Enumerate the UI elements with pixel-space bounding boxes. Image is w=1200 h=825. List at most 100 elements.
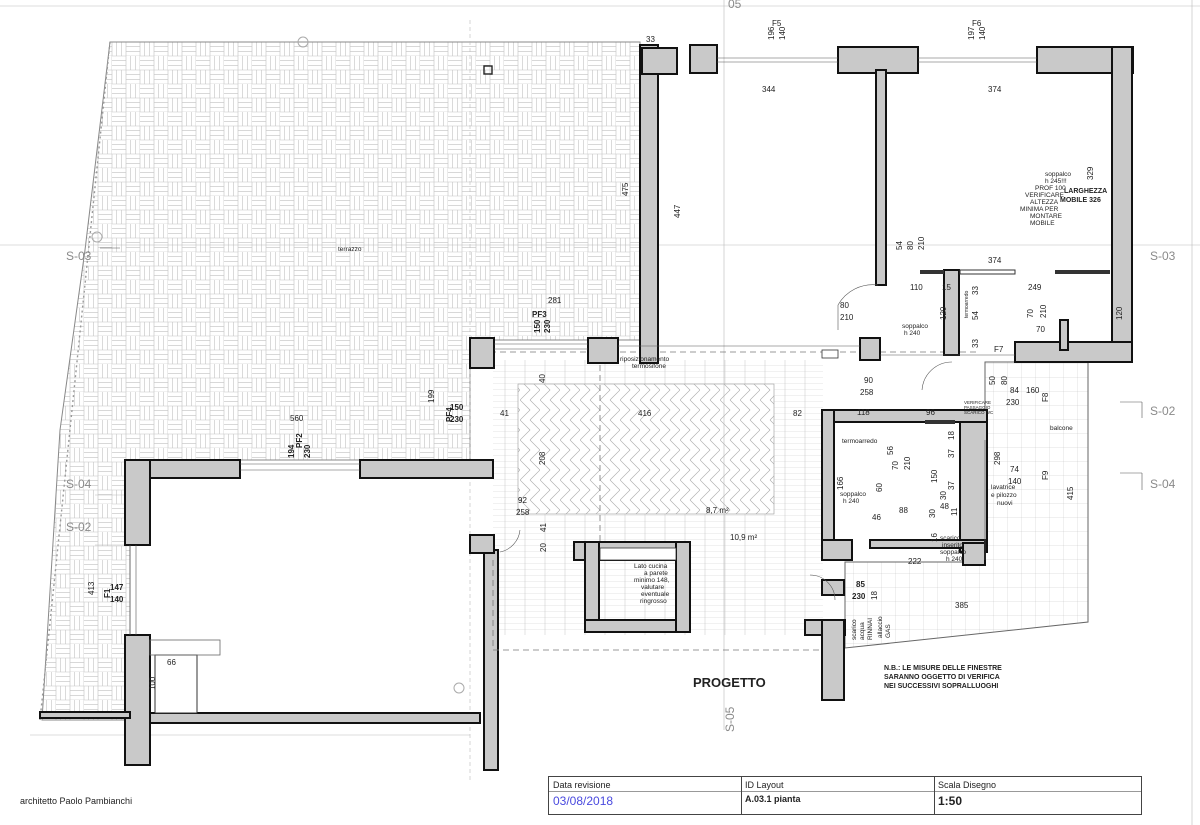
svg-text:SCARICO WC: SCARICO WC bbox=[964, 410, 994, 415]
svg-text:208: 208 bbox=[538, 451, 547, 465]
svg-text:100: 100 bbox=[148, 676, 157, 690]
window-f5-w: 196 bbox=[767, 26, 776, 40]
area-label-small: 8,7 m² bbox=[706, 506, 729, 515]
svg-text:70: 70 bbox=[1026, 309, 1035, 318]
svg-text:PROF 100: PROF 100 bbox=[1035, 185, 1066, 192]
svg-text:199: 199 bbox=[427, 389, 436, 403]
svg-text:valutare: valutare bbox=[641, 584, 665, 591]
svg-text:447: 447 bbox=[673, 204, 682, 218]
svg-text:374: 374 bbox=[988, 85, 1002, 94]
svg-text:soppalco: soppalco bbox=[1045, 171, 1071, 178]
svg-text:88: 88 bbox=[899, 506, 908, 515]
notes: soppalco h 245!!! PROF 100 VERIFICARE AL… bbox=[620, 171, 1107, 690]
svg-text:inserito: inserito bbox=[942, 542, 963, 549]
layout-id: A.03.1 pianta bbox=[745, 794, 801, 804]
svg-text:329: 329 bbox=[1086, 166, 1095, 180]
svg-text:ALTEZZA: ALTEZZA bbox=[1030, 199, 1059, 206]
svg-text:scarico: scarico bbox=[851, 619, 858, 640]
svg-text:SARANNO OGGETTO DI VERIFICA: SARANNO OGGETTO DI VERIFICA bbox=[884, 674, 1000, 681]
svg-text:S-03: S-03 bbox=[66, 249, 92, 263]
svg-text:MONTARE: MONTARE bbox=[1030, 213, 1063, 220]
layout-label: ID Layout bbox=[745, 780, 784, 790]
svg-text:344: 344 bbox=[762, 85, 776, 94]
window-f8-name: F8 bbox=[1041, 392, 1050, 402]
architect-credit: architetto Paolo Pambianchi bbox=[20, 796, 133, 806]
fixtures bbox=[149, 440, 986, 714]
window-f5-h: 140 bbox=[778, 26, 787, 40]
svg-text:VERIFICARE: VERIFICARE bbox=[964, 400, 991, 405]
svg-text:h 240: h 240 bbox=[843, 498, 860, 505]
svg-text:82: 82 bbox=[793, 409, 802, 418]
svg-text:416: 416 bbox=[638, 409, 652, 418]
window-f9-name: F9 bbox=[1041, 470, 1050, 480]
svg-text:298: 298 bbox=[993, 451, 1002, 465]
svg-text:66: 66 bbox=[167, 658, 176, 667]
svg-text:S-04: S-04 bbox=[66, 477, 92, 491]
svg-text:560: 560 bbox=[290, 414, 304, 423]
svg-text:33: 33 bbox=[971, 286, 980, 295]
svg-text:S-05: S-05 bbox=[723, 706, 737, 732]
svg-text:80: 80 bbox=[906, 241, 915, 250]
room-labels: terrazzo balcone 10,9 m² 8,7 m² PROGETTO bbox=[338, 246, 1073, 690]
svg-text:15: 15 bbox=[942, 283, 951, 292]
svg-text:37: 37 bbox=[947, 481, 956, 490]
svg-text:374: 374 bbox=[988, 256, 1002, 265]
svg-text:258: 258 bbox=[516, 508, 530, 517]
svg-text:18: 18 bbox=[870, 591, 879, 600]
svg-text:ringrosso: ringrosso bbox=[640, 598, 667, 605]
svg-text:150: 150 bbox=[930, 469, 939, 483]
scale-value: 1:50 bbox=[938, 794, 963, 808]
window-f7-name: F7 bbox=[994, 345, 1004, 354]
svg-text:16: 16 bbox=[930, 533, 939, 542]
window-pf2-name: PF2 bbox=[295, 433, 304, 448]
svg-text:a parete: a parete bbox=[644, 570, 668, 577]
window-tags: F5 196 140 F6 197 140 PF3 150 230 PF2 19… bbox=[103, 19, 1050, 604]
svg-text:MOBILE: MOBILE bbox=[1030, 220, 1055, 227]
svg-text:110: 110 bbox=[910, 283, 923, 292]
area-label-living: 10,9 m² bbox=[730, 533, 757, 542]
svg-text:e pilozzo: e pilozzo bbox=[991, 492, 1017, 499]
svg-text:S-04: S-04 bbox=[1150, 477, 1176, 491]
svg-text:S-02: S-02 bbox=[1150, 404, 1176, 418]
svg-text:54: 54 bbox=[895, 241, 904, 250]
svg-text:120: 120 bbox=[1115, 306, 1124, 320]
svg-text:allaccio: allaccio bbox=[877, 616, 884, 638]
svg-text:50: 50 bbox=[988, 376, 997, 385]
svg-text:S-03: S-03 bbox=[1150, 249, 1176, 263]
window-f1-h: 140 bbox=[110, 595, 124, 604]
svg-text:MINIMA PER: MINIMA PER bbox=[1020, 206, 1059, 213]
svg-text:lavatrice: lavatrice bbox=[991, 484, 1016, 491]
svg-text:eventuale: eventuale bbox=[641, 591, 670, 598]
svg-text:96: 96 bbox=[926, 408, 935, 417]
svg-text:80: 80 bbox=[840, 301, 849, 310]
window-pf4-w: 150 bbox=[450, 403, 464, 412]
svg-text:riposizionamento: riposizionamento bbox=[620, 356, 670, 363]
svg-text:92: 92 bbox=[518, 496, 527, 505]
svg-text:40: 40 bbox=[538, 374, 547, 383]
svg-text:soppalco: soppalco bbox=[902, 323, 928, 330]
svg-text:RINNAI: RINNAI bbox=[867, 618, 874, 640]
svg-text:475: 475 bbox=[621, 182, 630, 196]
svg-text:210: 210 bbox=[1039, 304, 1048, 318]
svg-text:258: 258 bbox=[860, 388, 874, 397]
svg-text:11: 11 bbox=[950, 507, 959, 516]
revision-cell: Data revisione 03/08/2018 bbox=[549, 777, 742, 814]
section-markers: S-03 S-03 S-04 S-04 S-02 S-02 S-05 05 bbox=[66, 0, 1176, 732]
window-f6-name: F6 bbox=[972, 19, 982, 28]
svg-text:166: 166 bbox=[836, 476, 845, 490]
svg-text:85: 85 bbox=[856, 580, 865, 589]
svg-text:NEI SUCCESSIVI SOPRALLUOGHI: NEI SUCCESSIVI SOPRALLUOGHI bbox=[884, 683, 998, 690]
window-pf4-h: 230 bbox=[450, 415, 464, 424]
plan-title: PROGETTO bbox=[693, 675, 766, 690]
svg-text:413: 413 bbox=[87, 581, 96, 595]
svg-text:74: 74 bbox=[1010, 465, 1019, 474]
window-f1-w: 147 bbox=[110, 583, 124, 592]
window-f5-name: F5 bbox=[772, 19, 782, 28]
svg-text:Lato cucina: Lato cucina bbox=[634, 563, 668, 570]
window-f6-h: 140 bbox=[978, 26, 987, 40]
walls bbox=[39, 44, 1134, 771]
svg-text:54: 54 bbox=[971, 311, 980, 320]
svg-text:N.B.: LE MISURE DELLE FINESTRE: N.B.: LE MISURE DELLE FINESTRE bbox=[884, 665, 1002, 672]
svg-text:140: 140 bbox=[1008, 477, 1022, 486]
svg-text:90: 90 bbox=[864, 376, 873, 385]
